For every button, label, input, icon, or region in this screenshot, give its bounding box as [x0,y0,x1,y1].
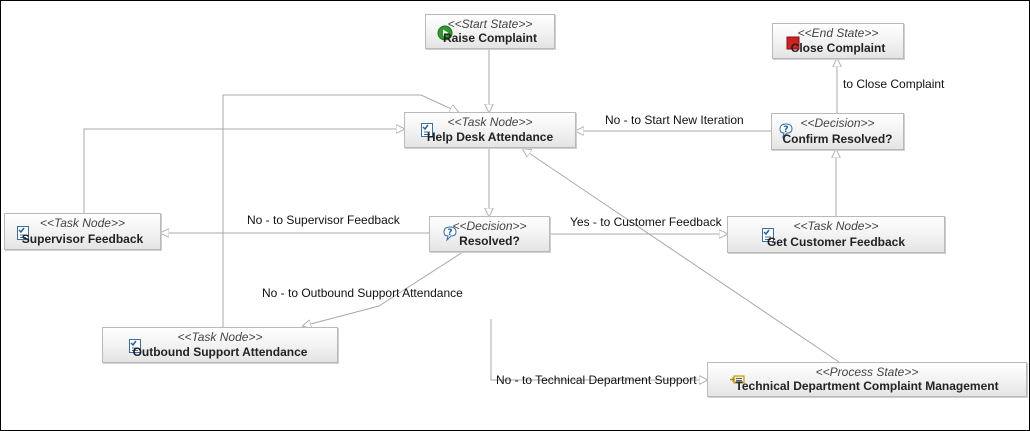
node-name: Outbound Support Attendance [132,345,308,359]
edge-tech-help[interactable] [523,149,840,363]
edge-resolved-outbound[interactable] [303,251,464,326]
edge-supervisor-help[interactable] [83,129,404,213]
edge-label-supervisor-feedback: No - to Supervisor Feedback [247,213,400,227]
node-name: Resolved? [459,234,520,248]
node-name: Get Customer Feedback [766,235,906,249]
task-node-icon [421,123,433,137]
node-technical-department-complaint-management[interactable]: <<Process State>> Technical Department C… [707,362,1027,397]
node-name: Help Desk Attendance [426,130,554,144]
edge-label-start-new-iteration: No - to Start New Iteration [605,113,744,127]
node-stereotype: <<Task Node>> [177,330,263,344]
node-name: Supervisor Feedback [21,232,144,246]
node-get-customer-feedback[interactable]: <<Task Node>> Get Customer Feedback [727,216,945,253]
edge-label-to-close-complaint: to Close Complaint [843,77,945,91]
node-stereotype: <<Task Node>> [447,115,533,129]
node-raise-complaint[interactable]: <<Start State>> Raise Complaint [425,14,555,49]
node-stereotype: <<Start State>> [447,17,533,31]
node-name: Confirm Resolved? [782,132,893,146]
node-stereotype: <<Process State>> [815,365,919,379]
task-node-icon [762,228,774,242]
node-outbound-support-attendance[interactable]: <<Task Node>> Outbound Support Attendanc… [102,327,338,363]
decision-icon: ? [779,123,793,139]
node-name: Close Complaint [790,41,886,55]
edge-resolved-tech[interactable] [490,319,707,380]
decision-icon: ? [443,226,457,242]
process-state-icon [730,375,745,384]
edge-label-technical-department-support: No - to Technical Department Support [496,373,697,387]
end-state-icon [786,36,800,50]
node-stereotype: <<Decision>> [452,219,527,233]
task-node-icon [17,226,29,240]
node-help-desk-attendance[interactable]: <<Task Node>> Help Desk Attendance [404,112,576,148]
edge-outbound-help[interactable] [222,94,458,327]
svg-text:?: ? [447,228,452,238]
node-stereotype: <<End State>> [797,26,879,40]
start-state-icon [437,25,453,41]
node-resolved[interactable]: ? <<Decision>> Resolved? [429,216,550,252]
node-stereotype: <<Task Node>> [793,219,879,233]
node-name: Technical Department Complaint Managemen… [735,379,999,393]
node-stereotype: <<Task Node>> [40,216,125,230]
node-stereotype: <<Decision>> [800,116,875,130]
svg-text:?: ? [783,125,788,135]
node-supervisor-feedback[interactable]: <<Task Node>> Supervisor Feedback [4,213,161,250]
node-confirm-resolved[interactable]: ? <<Decision>> Confirm Resolved? [771,113,904,150]
edge-label-outbound-support: No - to Outbound Support Attendance [262,286,463,300]
node-close-complaint[interactable]: <<End State>> Close Complaint [772,23,904,59]
edge-label-customer-feedback: Yes - to Customer Feedback [570,215,722,229]
task-node-icon [129,339,141,353]
node-name: Raise Complaint [442,31,538,45]
